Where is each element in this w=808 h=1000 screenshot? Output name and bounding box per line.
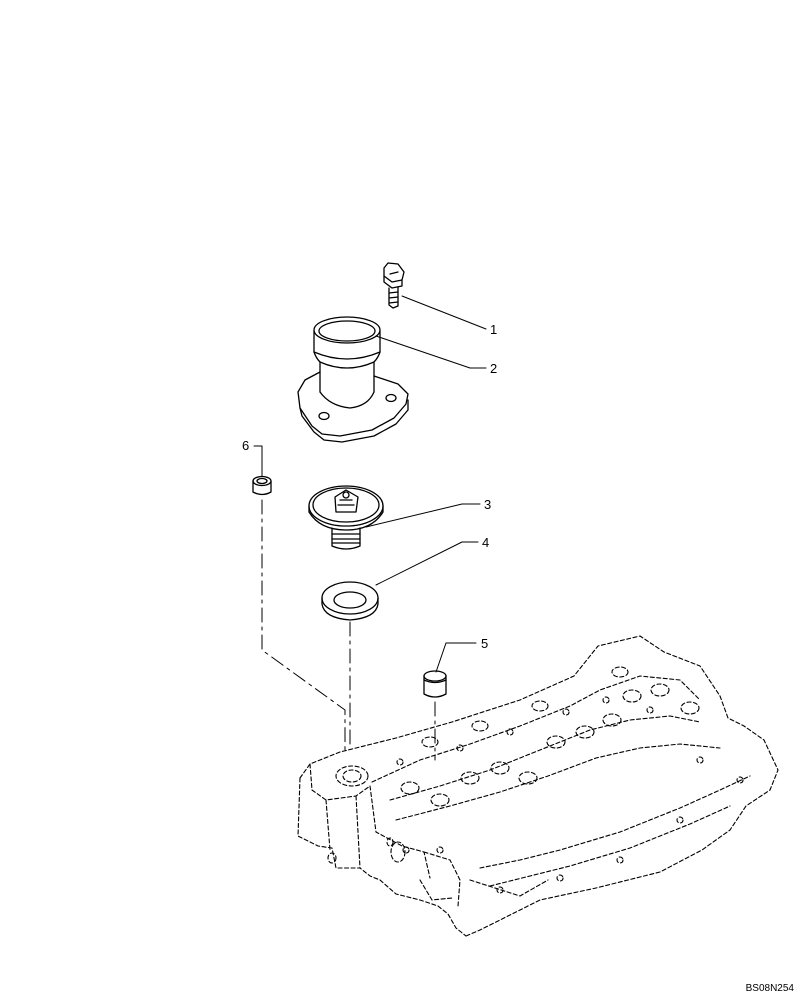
leader-line-2 xyxy=(375,335,487,369)
leader-line-6 xyxy=(253,445,263,477)
leader-line-5 xyxy=(435,642,477,673)
bolt-part-1[interactable] xyxy=(383,262,405,309)
thermostat-part-3[interactable] xyxy=(308,485,384,550)
leader-line-1 xyxy=(401,295,487,330)
callout-3: 3 xyxy=(484,497,491,512)
plug-part-6[interactable] xyxy=(252,475,272,496)
callout-1: 1 xyxy=(490,322,497,337)
callout-4: 4 xyxy=(482,535,489,550)
assembly-guide-lines xyxy=(261,499,436,761)
callout-5: 5 xyxy=(481,636,488,651)
plug-part-5[interactable] xyxy=(423,670,447,698)
callout-6: 6 xyxy=(242,438,249,453)
leader-line-3 xyxy=(365,503,481,528)
seal-ring-part-4[interactable] xyxy=(321,581,379,621)
drawing-reference-code: BS08N254 xyxy=(745,983,794,994)
cylinder-head-reference xyxy=(297,635,779,937)
callout-2: 2 xyxy=(490,361,497,376)
leader-line-4 xyxy=(375,541,479,586)
thermostat-housing-part-2[interactable] xyxy=(297,316,409,443)
leader-lines xyxy=(253,295,487,673)
